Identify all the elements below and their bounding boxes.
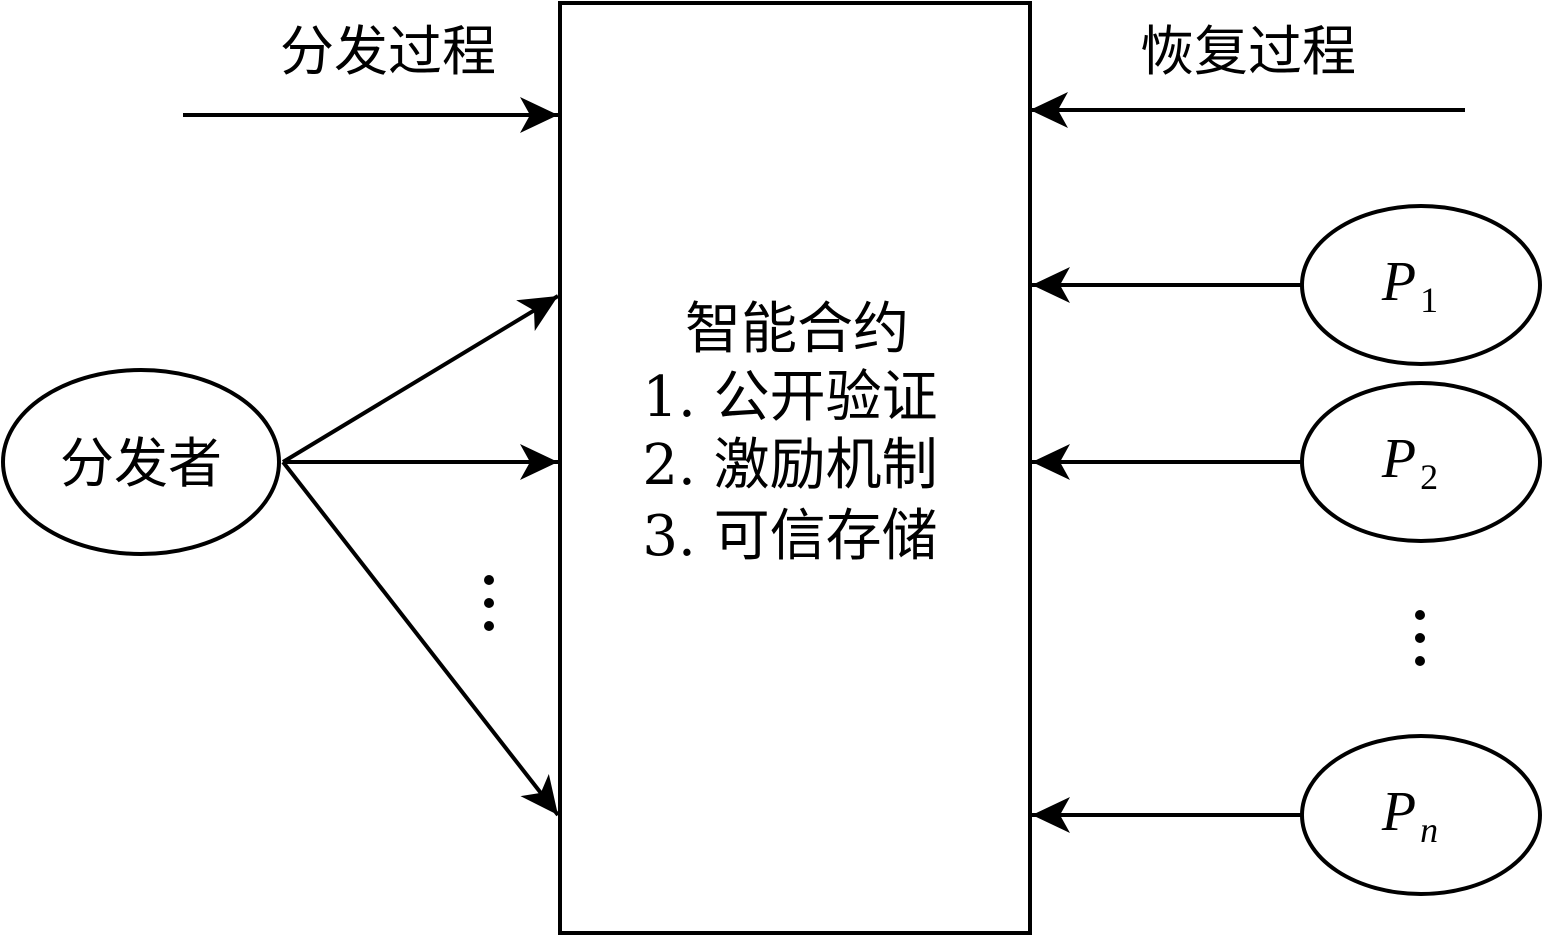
participant-var-p2: P [1381, 428, 1416, 490]
participant-node-p2 [1300, 381, 1542, 543]
participant-sub-p2: 2 [1420, 457, 1438, 497]
participant-sub-p1: 1 [1420, 280, 1438, 320]
participant-node-pn [1300, 734, 1542, 896]
distributor-arrow-down [281, 460, 560, 817]
smart-contract-item-3: 3. 可信存储 [642, 504, 937, 569]
left-ellipsis [484, 575, 494, 631]
distributor-label: 分发者 [60, 432, 222, 495]
smart-contract-title: 智能合约 [685, 297, 909, 362]
distributor-node [1, 368, 281, 556]
smart-contract-item-1: 1. 公开验证 [642, 365, 937, 430]
participant-node-p1 [1300, 204, 1542, 366]
smart-contract-item-2: 2. 激励机制 [642, 433, 937, 498]
smart-contract-box [558, 1, 1032, 935]
participant-var-p1: P [1381, 251, 1416, 313]
distribution-process-label: 分发过程 [280, 20, 496, 83]
recovery-process-label: 恢复过程 [1140, 20, 1356, 83]
participant-sub-pn: n [1420, 810, 1438, 850]
distributor-arrow-up [281, 294, 560, 464]
participant-var-pn: P [1381, 781, 1416, 843]
right-ellipsis [1415, 610, 1425, 666]
